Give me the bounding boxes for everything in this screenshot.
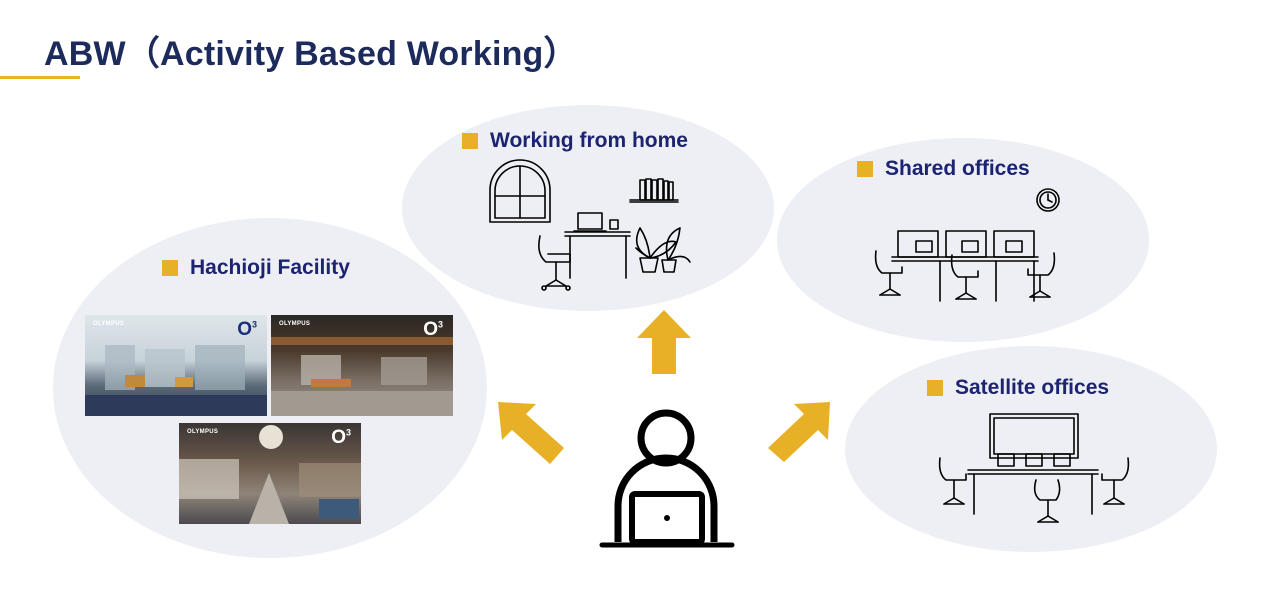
satellite-label: Satellite offices: [927, 376, 1109, 400]
chair-icon: [874, 250, 903, 296]
bullet-square: [462, 133, 478, 149]
chair-icon: [1027, 252, 1056, 298]
satellite-illustration: [938, 413, 1130, 523]
arrow-icon: [637, 310, 691, 374]
clock-icon: [1036, 188, 1060, 212]
hachioji-label-text: Hachioji Facility: [190, 256, 350, 279]
chair-icon: [538, 235, 571, 291]
title-underline: [0, 76, 80, 79]
o3-logo: O3: [331, 427, 351, 448]
chair-icon: [938, 457, 967, 505]
hachioji-photo-3: OLYMPUS O3: [179, 423, 361, 524]
desk-laptop-icon: [564, 212, 631, 279]
o3-logo: O3: [423, 319, 443, 340]
home-label-text: Working from home: [490, 129, 688, 152]
photo-scene: [85, 345, 267, 416]
brand-logo: OLYMPUS: [187, 429, 219, 435]
home-label: Working from home: [462, 129, 688, 153]
bullet-square: [857, 161, 873, 177]
hachioji-photo-1: OLYMPUS O3: [85, 315, 267, 416]
bookshelf-icon: [629, 178, 679, 203]
home-illustration: [489, 159, 691, 291]
photo-scene: [179, 425, 361, 524]
shared-label-text: Shared offices: [885, 157, 1030, 180]
chair-icon: [1033, 479, 1061, 523]
satellite-bubble: [845, 346, 1217, 552]
window-icon: [489, 159, 551, 223]
brand-logo: OLYMPUS: [279, 321, 311, 327]
shared-illustration: [874, 188, 1060, 302]
chair-icon: [950, 254, 979, 300]
whiteboard-icon: [989, 413, 1079, 459]
brand-logo: OLYMPUS: [93, 321, 125, 327]
hachioji-photo-2: OLYMPUS O3: [271, 315, 453, 416]
hachioji-label: Hachioji Facility: [162, 256, 350, 280]
page-title: ABW（Activity Based Working）: [44, 35, 578, 73]
person-laptop-icon: [599, 409, 735, 548]
shared-bubble: [777, 138, 1149, 342]
arrow-icon: [498, 402, 564, 464]
arrow-icon: [768, 402, 830, 462]
satellite-label-text: Satellite offices: [955, 376, 1110, 399]
bullet-square: [927, 380, 943, 396]
photo-scene: [271, 337, 453, 416]
chair-icon: [1101, 457, 1130, 505]
shared-label: Shared offices: [857, 157, 1030, 181]
plant-icon: [635, 227, 691, 273]
o3-logo: O3: [237, 319, 257, 340]
bullet-square: [162, 260, 178, 276]
